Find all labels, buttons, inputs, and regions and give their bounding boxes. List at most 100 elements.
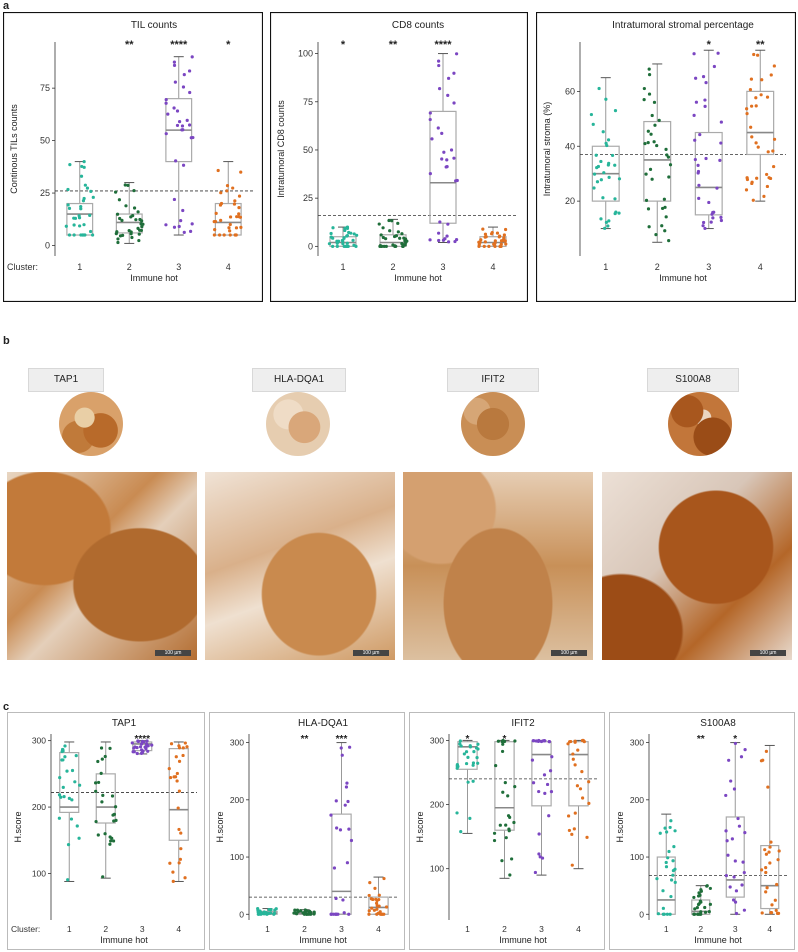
data-point (228, 222, 232, 227)
significance-mark: **** (134, 734, 150, 745)
panel-label-a: a (3, 0, 10, 12)
data-point (704, 80, 708, 85)
data-point (500, 859, 504, 863)
data-point (657, 118, 661, 123)
x-tick-label: 1 (603, 262, 608, 272)
significance-mark: * (733, 734, 737, 745)
data-point (716, 51, 720, 55)
data-point (97, 780, 101, 785)
data-point (167, 767, 171, 771)
data-point (440, 157, 444, 161)
data-point (549, 790, 554, 794)
data-point (764, 852, 769, 856)
data-point (75, 824, 79, 828)
data-point (228, 233, 232, 237)
data-point (646, 140, 650, 145)
data-point (693, 907, 697, 911)
data-point (494, 763, 498, 768)
data-point (94, 789, 98, 793)
y-tick-label: 50 (40, 136, 50, 146)
data-point (712, 64, 716, 69)
data-point (733, 900, 738, 904)
data-point (292, 911, 296, 915)
data-point (545, 782, 550, 787)
data-point (589, 112, 594, 117)
data-point (428, 172, 432, 176)
data-point (188, 90, 192, 95)
data-point (77, 214, 81, 218)
x-tick-label: 1 (340, 262, 345, 272)
data-point (88, 229, 93, 234)
data-point (748, 87, 753, 92)
data-point (81, 199, 86, 203)
data-point (756, 145, 760, 149)
data-point (733, 859, 737, 863)
data-point (769, 911, 773, 915)
x-axis-label: Immune hot (100, 935, 148, 945)
data-point (177, 861, 181, 865)
data-point (137, 232, 141, 236)
data-point (381, 226, 385, 230)
data-point (331, 244, 335, 248)
data-point (62, 795, 66, 799)
data-point (644, 198, 649, 203)
data-point (335, 241, 339, 245)
data-point (492, 838, 497, 843)
data-point (73, 216, 78, 220)
data-point (533, 870, 538, 875)
data-point (181, 746, 185, 750)
data-point (219, 191, 223, 195)
data-point (133, 745, 137, 749)
data-point (754, 104, 758, 108)
box-iqr (457, 741, 478, 770)
data-point (719, 141, 723, 145)
data-point (708, 902, 712, 906)
data-point (455, 178, 459, 183)
data-point (177, 224, 181, 229)
data-point (175, 779, 179, 783)
data-point (767, 850, 771, 854)
data-point (762, 194, 766, 198)
box-iqr (429, 110, 457, 224)
x-tick-label: 2 (103, 924, 108, 934)
data-point (73, 780, 77, 784)
scale-bar: 100 µm (155, 650, 191, 656)
data-point (67, 796, 71, 800)
data-point (478, 240, 482, 244)
data-point (604, 97, 608, 101)
data-point (660, 224, 664, 228)
data-point (734, 911, 739, 916)
data-point (483, 235, 487, 239)
data-point (124, 204, 128, 208)
data-point (174, 755, 178, 759)
data-point (471, 763, 475, 767)
data-point (663, 826, 667, 830)
data-point (607, 175, 611, 179)
data-point (530, 758, 535, 762)
y-tick-label: 20 (565, 196, 575, 206)
data-point (327, 242, 332, 246)
data-point (766, 150, 770, 154)
data-point (703, 910, 708, 914)
data-point (180, 124, 185, 128)
data-point (656, 912, 661, 916)
data-point (595, 180, 600, 184)
data-point (694, 100, 699, 104)
data-point (607, 161, 611, 165)
data-point (70, 798, 74, 802)
x-tick-label: 3 (733, 924, 738, 934)
data-point (96, 759, 100, 764)
data-point (573, 763, 577, 767)
box-iqr (331, 813, 352, 915)
data-point (743, 748, 747, 752)
data-point (100, 800, 104, 804)
data-point (177, 789, 182, 793)
data-point (66, 878, 70, 882)
data-point (332, 866, 337, 870)
data-point (345, 781, 349, 785)
data-point (112, 819, 116, 823)
data-point (237, 212, 241, 216)
data-point (66, 203, 70, 207)
